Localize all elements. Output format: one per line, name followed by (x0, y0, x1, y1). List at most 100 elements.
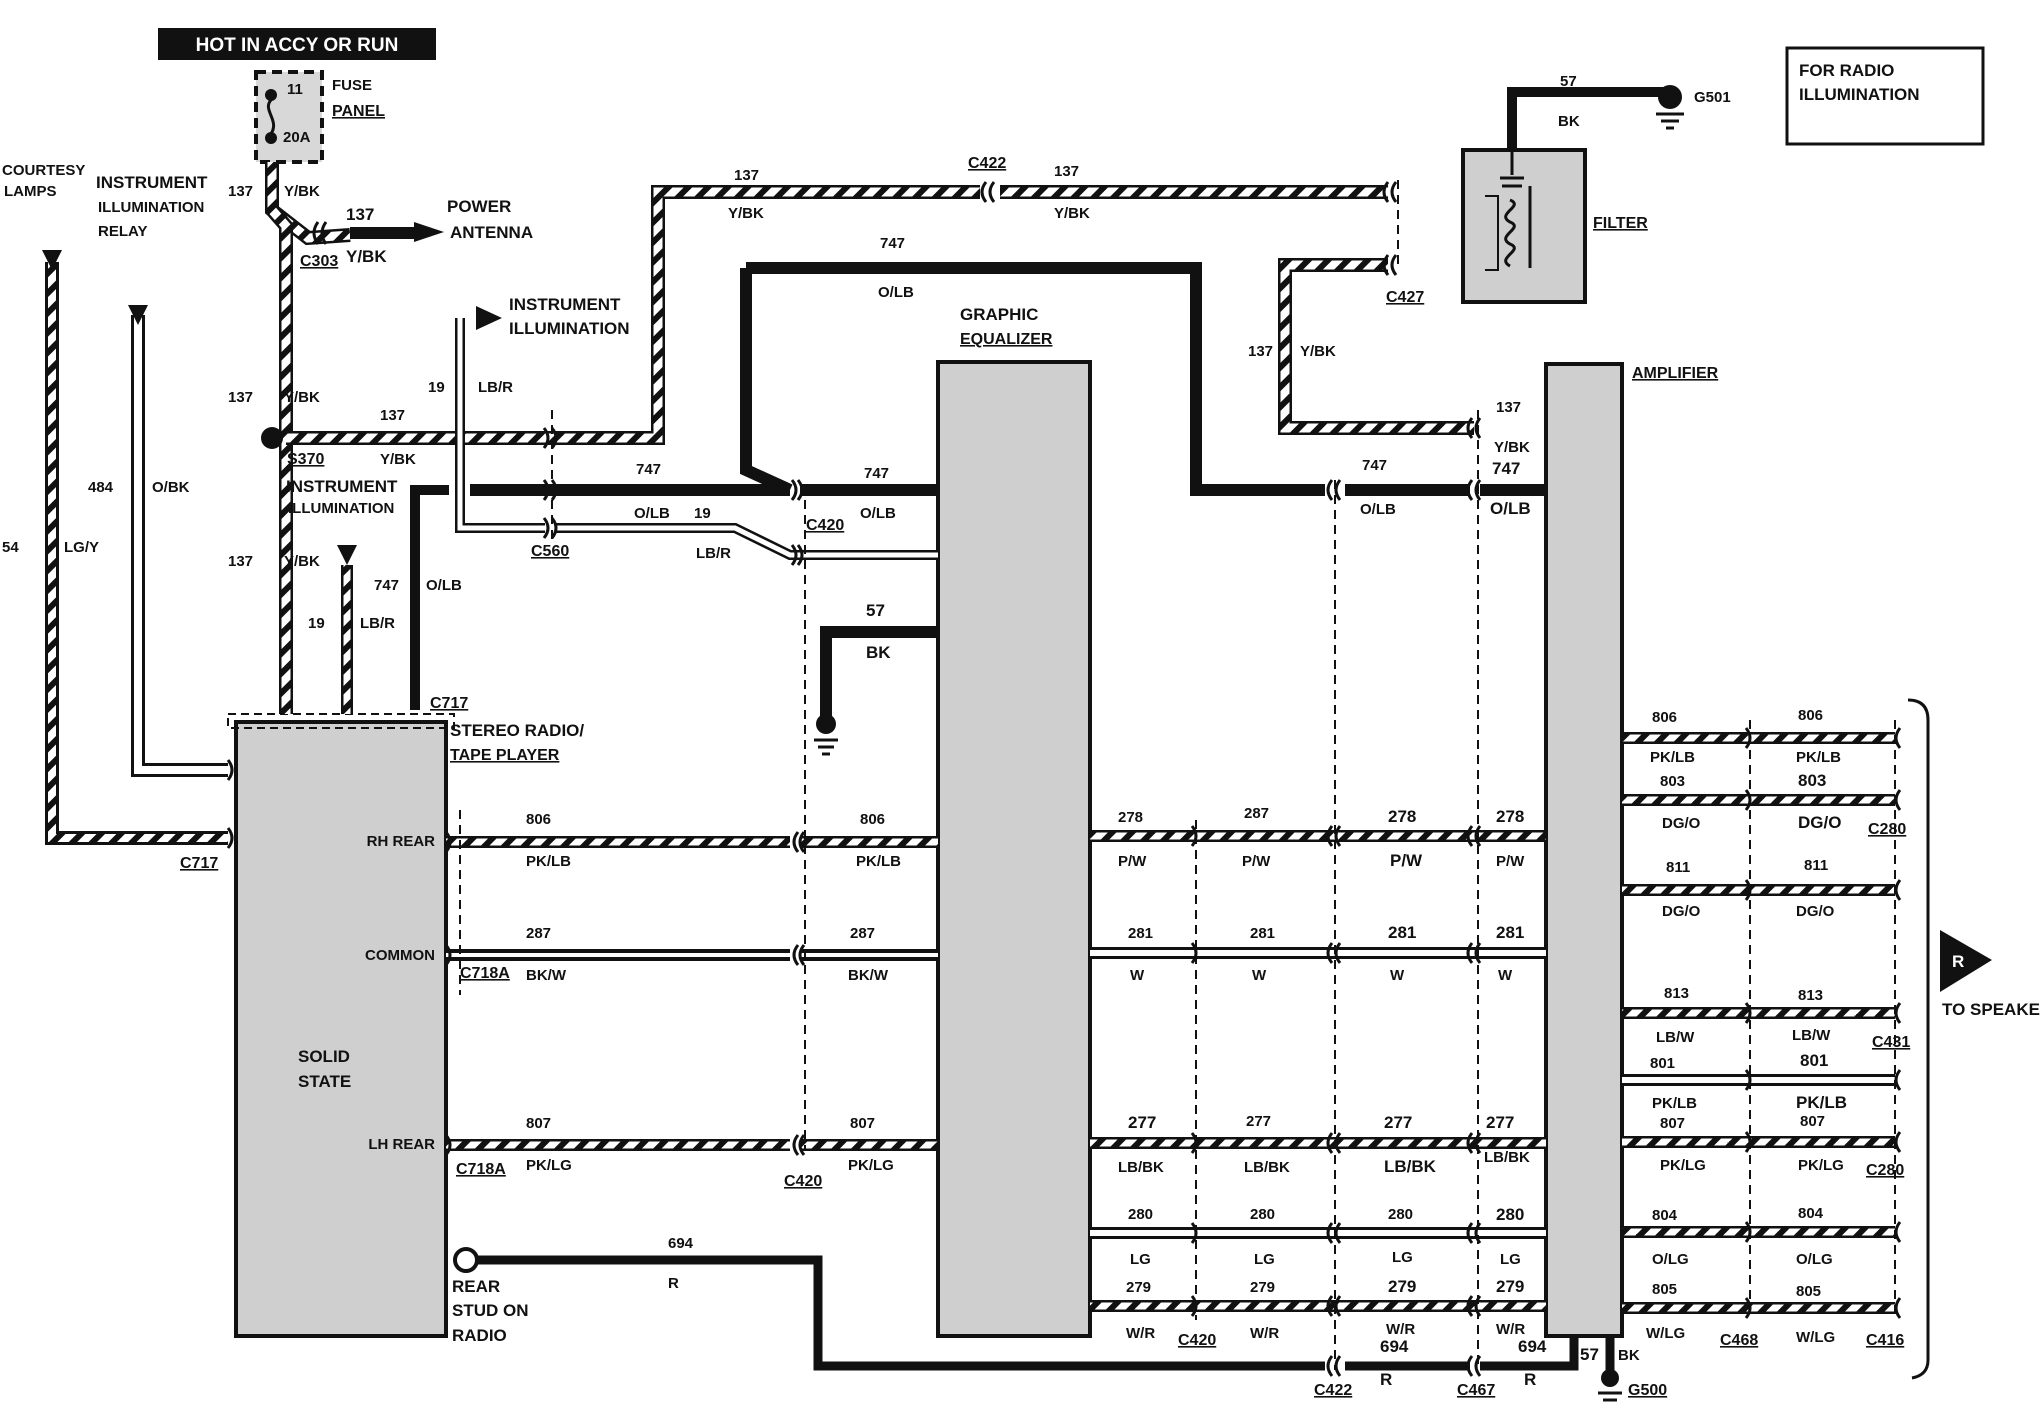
svg-text:W: W (1130, 967, 1145, 984)
svg-text:280: 280 (1388, 1206, 1413, 1223)
svg-text:GRAPHIC: GRAPHIC (960, 305, 1038, 324)
svg-text:279: 279 (1388, 1277, 1416, 1296)
svg-text:LB/BK: LB/BK (1484, 1149, 1530, 1166)
svg-text:C280: C280 (1868, 821, 1906, 838)
svg-text:LB/BK: LB/BK (1118, 1159, 1164, 1176)
svg-text:C718A: C718A (456, 1161, 506, 1178)
svg-text:ILLUMINATION: ILLUMINATION (1799, 85, 1920, 104)
svg-text:DG/O: DG/O (1662, 903, 1701, 920)
svg-text:LB/R: LB/R (360, 615, 395, 632)
svg-text:PK/LG: PK/LG (848, 1157, 894, 1174)
svg-text:RADIO: RADIO (452, 1326, 507, 1345)
wire-694-r (453, 1247, 1579, 1371)
svg-text:ILLUMINATION: ILLUMINATION (509, 319, 630, 338)
svg-text:811: 811 (1804, 857, 1828, 874)
circuit-labels: 137 Y/BK 137 Y/BK 137 Y/BK 137 Y/BK 137 … (2, 73, 1847, 1389)
svg-text:287: 287 (1244, 805, 1269, 822)
svg-text:LG/Y: LG/Y (64, 539, 99, 556)
svg-text:PK/LB: PK/LB (526, 853, 571, 870)
svg-text:W/R: W/R (1496, 1321, 1525, 1338)
svg-text:C422: C422 (1314, 1382, 1352, 1399)
svg-text:Y/BK: Y/BK (380, 451, 416, 468)
svg-text:Y/BK: Y/BK (284, 183, 320, 200)
svg-text:19: 19 (428, 379, 445, 396)
graphic-equalizer: GRAPHIC EQUALIZER (936, 305, 1092, 1338)
svg-text:C468: C468 (1720, 1332, 1758, 1349)
svg-text:803: 803 (1660, 773, 1685, 790)
speaker-bracket: R (1907, 698, 1992, 1380)
svg-text:137: 137 (228, 389, 253, 406)
svg-text:INSTRUMENT: INSTRUMENT (96, 173, 208, 192)
svg-text:C420: C420 (784, 1173, 822, 1190)
svg-text:C303: C303 (300, 253, 338, 270)
svg-text:G500: G500 (1628, 1382, 1667, 1399)
svg-text:54: 54 (2, 539, 19, 556)
fuse-number: 11 (287, 81, 303, 98)
svg-text:LG: LG (1254, 1251, 1275, 1268)
connector-symbols (226, 181, 1902, 1377)
svg-text:278: 278 (1118, 809, 1143, 826)
svg-text:137: 137 (1054, 163, 1079, 180)
svg-text:W/R: W/R (1250, 1325, 1279, 1342)
svg-text:57: 57 (1580, 1345, 1599, 1364)
svg-text:O/LB: O/LB (878, 284, 914, 301)
instrument-illumination-arrow (476, 306, 502, 330)
svg-text:ILLUMINATION: ILLUMINATION (98, 199, 204, 216)
svg-text:747: 747 (880, 235, 905, 252)
eq-to-amp-wires (1090, 830, 1546, 1312)
svg-text:C280: C280 (1866, 1162, 1904, 1179)
svg-text:LB/BK: LB/BK (1384, 1157, 1437, 1176)
svg-text:Y/BK: Y/BK (1054, 205, 1090, 222)
svg-text:R: R (1380, 1370, 1392, 1389)
svg-text:R: R (1952, 952, 1964, 971)
svg-text:INSTRUMENT: INSTRUMENT (509, 295, 621, 314)
svg-text:PANEL: PANEL (332, 103, 385, 120)
svg-text:C467: C467 (1457, 1382, 1495, 1399)
svg-text:813: 813 (1798, 987, 1823, 1004)
svg-text:C717: C717 (180, 855, 218, 872)
svg-text:DG/O: DG/O (1798, 813, 1841, 832)
svg-text:C717: C717 (430, 695, 468, 712)
svg-text:S370: S370 (287, 451, 324, 468)
svg-text:LB/W: LB/W (1656, 1029, 1695, 1046)
svg-text:484: 484 (88, 479, 114, 496)
svg-text:281: 281 (1128, 925, 1153, 942)
svg-text:O/LB: O/LB (1360, 501, 1396, 518)
svg-text:LAMPS: LAMPS (4, 183, 57, 200)
svg-text:FILTER: FILTER (1593, 215, 1648, 232)
svg-text:DG/O: DG/O (1662, 815, 1701, 832)
svg-text:STATE: STATE (298, 1072, 351, 1091)
svg-text:PK/LB: PK/LB (1796, 1093, 1847, 1112)
svg-text:PK/LG: PK/LG (1660, 1157, 1706, 1174)
svg-text:806: 806 (1652, 709, 1677, 726)
svg-text:W/R: W/R (1126, 1325, 1155, 1342)
svg-text:PK/LG: PK/LG (526, 1157, 572, 1174)
svg-text:278: 278 (1496, 807, 1524, 826)
svg-text:Y/BK: Y/BK (284, 553, 320, 570)
svg-text:BK: BK (1558, 113, 1580, 130)
svg-text:C420: C420 (806, 517, 844, 534)
radio-unit: SOLID STATE RH REAR COMMON LH REAR STERE… (227, 713, 584, 1338)
svg-text:EQUALIZER: EQUALIZER (960, 331, 1053, 348)
instrument-illumination-left-arrow (337, 545, 357, 565)
svg-text:747: 747 (864, 465, 889, 482)
svg-text:LB/R: LB/R (478, 379, 513, 396)
svg-text:C422: C422 (968, 155, 1006, 172)
connector-labels: C303 S370 C560 C717 C717 C420 C420 C420 … (180, 89, 1910, 1399)
svg-text:807: 807 (1800, 1113, 1825, 1130)
svg-text:287: 287 (526, 925, 551, 942)
svg-text:137: 137 (734, 167, 759, 184)
svg-text:805: 805 (1796, 1283, 1821, 1300)
svg-text:C420: C420 (1178, 1332, 1216, 1349)
svg-text:Y/BK: Y/BK (1494, 439, 1530, 456)
svg-text:Y/BK: Y/BK (346, 247, 387, 266)
svg-text:FUSE: FUSE (332, 77, 372, 94)
svg-text:137: 137 (380, 407, 405, 424)
svg-text:137: 137 (228, 183, 253, 200)
svg-text:POWER: POWER (447, 197, 511, 216)
svg-text:BK: BK (866, 643, 891, 662)
svg-text:280: 280 (1128, 1206, 1153, 1223)
wire-19-lbr (341, 318, 938, 714)
svg-text:Y/BK: Y/BK (1300, 343, 1336, 360)
